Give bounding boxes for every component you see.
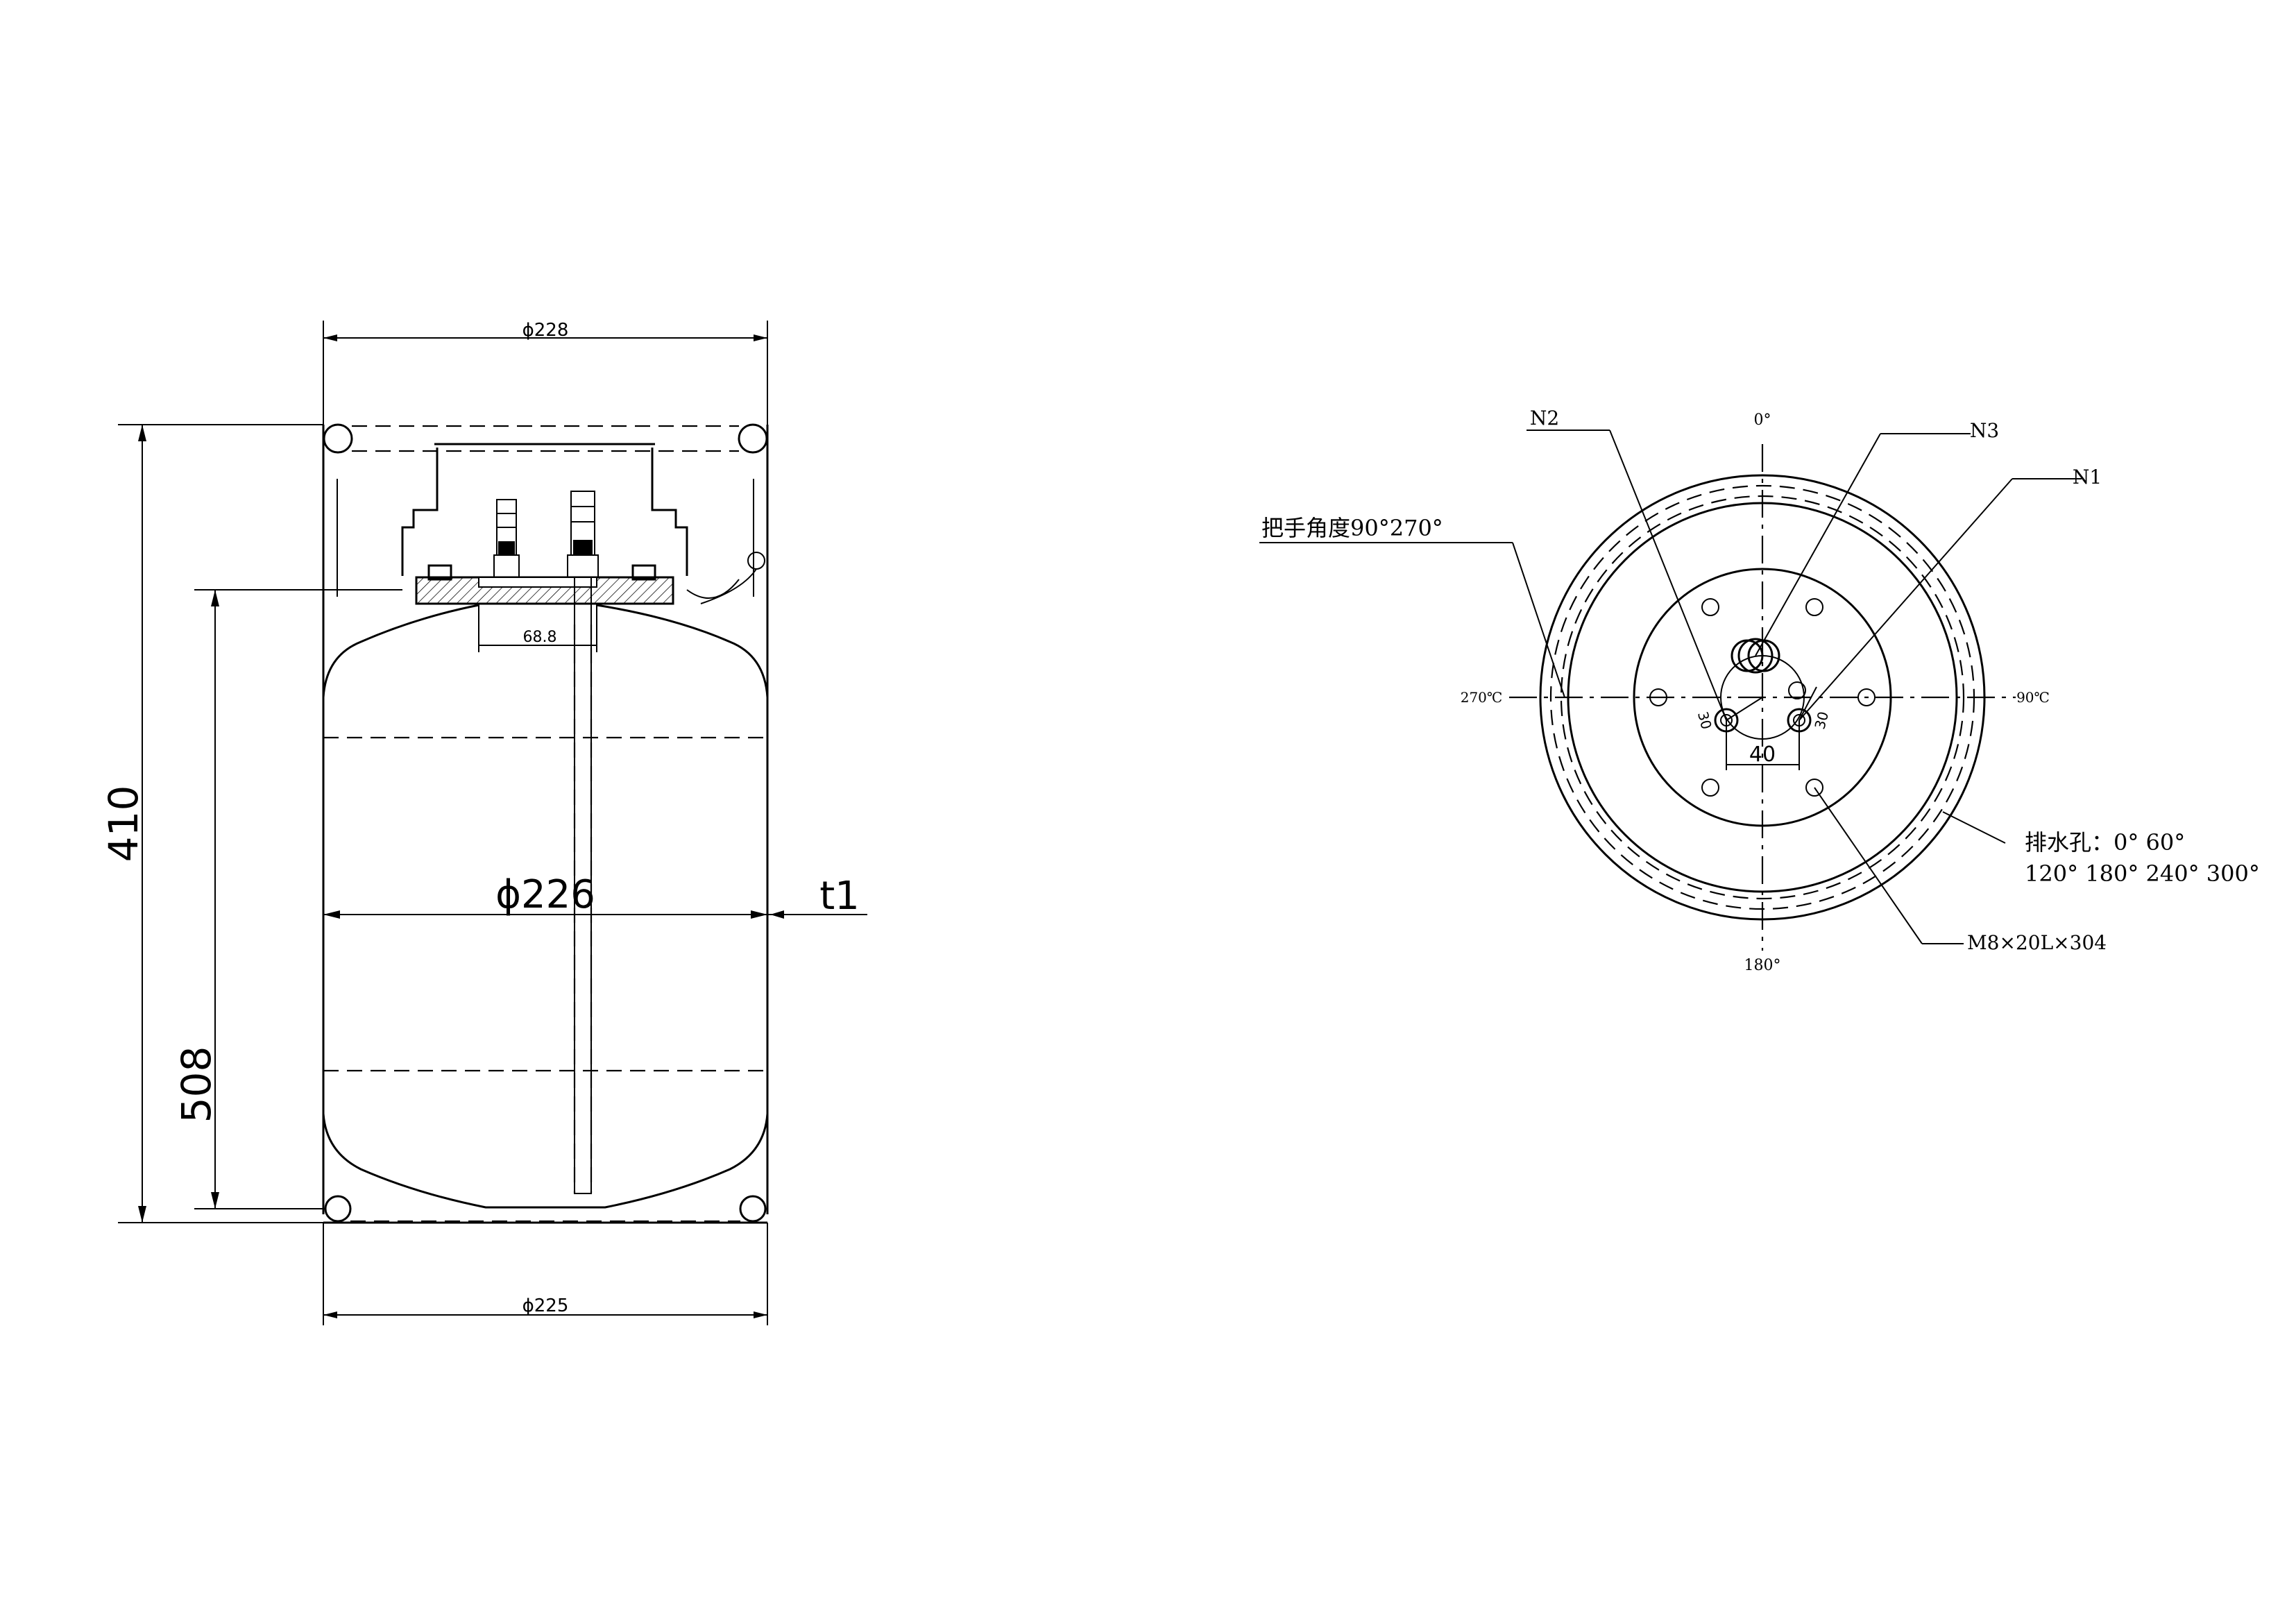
leader-n1: N1 bbox=[1798, 466, 2102, 721]
dim-body-height-label: 508 bbox=[173, 1046, 220, 1123]
dim-spacing-label: 40 bbox=[1749, 742, 1776, 767]
dim-angle-right-label: 30 bbox=[1811, 710, 1832, 731]
leader-n2: N2 bbox=[1527, 407, 1727, 721]
drain-note-line2: 120° 180° 240° 300° bbox=[2025, 860, 2260, 887]
dim-top-diameter: ϕ228 bbox=[323, 320, 768, 430]
bolt-note: M8×20L×304 bbox=[1967, 931, 2107, 954]
side-view: ϕ228 bbox=[100, 320, 867, 1325]
handle-angle-note: 把手角度90°270° bbox=[1261, 515, 1443, 541]
leader-handle-angle: 把手角度90°270° bbox=[1259, 515, 1565, 698]
leader-bolt: M8×20L×304 bbox=[1814, 787, 2107, 954]
label-n3: N3 bbox=[1970, 419, 1999, 442]
bottom-chime-ring bbox=[323, 1195, 767, 1224]
dim-body-diameter: ϕ226 bbox=[323, 872, 767, 919]
valve-left bbox=[493, 499, 520, 578]
vessel-body bbox=[322, 604, 769, 1214]
leader-drain: 排水孔：0° 60° 120° 180° 240° 300° bbox=[1942, 811, 2260, 887]
top-chime-ring bbox=[322, 423, 769, 697]
label-n1: N1 bbox=[2073, 466, 2102, 488]
leader-n3: N3 bbox=[1755, 419, 1999, 656]
angle-0-label: 0° bbox=[1754, 411, 1771, 429]
dim-angle-left-label: 30 bbox=[1694, 710, 1715, 731]
dim-overall-height-label: 410 bbox=[100, 785, 147, 863]
dim-overall-height: 410 bbox=[100, 424, 323, 1223]
valve-right bbox=[567, 491, 599, 578]
dim-bottom-diameter: ϕ225 bbox=[323, 1223, 768, 1325]
top-flange-plate: 68.8 bbox=[415, 564, 674, 652]
dim-top-diameter-label: ϕ228 bbox=[522, 320, 569, 341]
label-n2: N2 bbox=[1530, 407, 1559, 430]
angle-180-label: 180° bbox=[1744, 957, 1781, 974]
angle-270-label: 270℃ bbox=[1461, 689, 1503, 706]
dip-tube bbox=[573, 577, 593, 1194]
dim-body-height: 508 bbox=[173, 589, 402, 1209]
bolt-holes bbox=[1649, 598, 1876, 797]
dim-bottom-diameter-label: ϕ225 bbox=[522, 1295, 569, 1316]
dim-thickness-label: t1 bbox=[819, 874, 860, 919]
dim-thickness: t1 bbox=[767, 874, 867, 919]
dim-body-diameter-label: ϕ226 bbox=[495, 872, 595, 917]
drain-note-line1: 排水孔：0° 60° bbox=[2025, 829, 2185, 856]
top-view: 40 30 30 0° 90℃ 180° 270℃ N2 N3 N1 把手角度 bbox=[1259, 407, 2260, 974]
dim-flange-label: 68.8 bbox=[523, 629, 557, 646]
angle-90-label: 90℃ bbox=[2016, 689, 2050, 706]
